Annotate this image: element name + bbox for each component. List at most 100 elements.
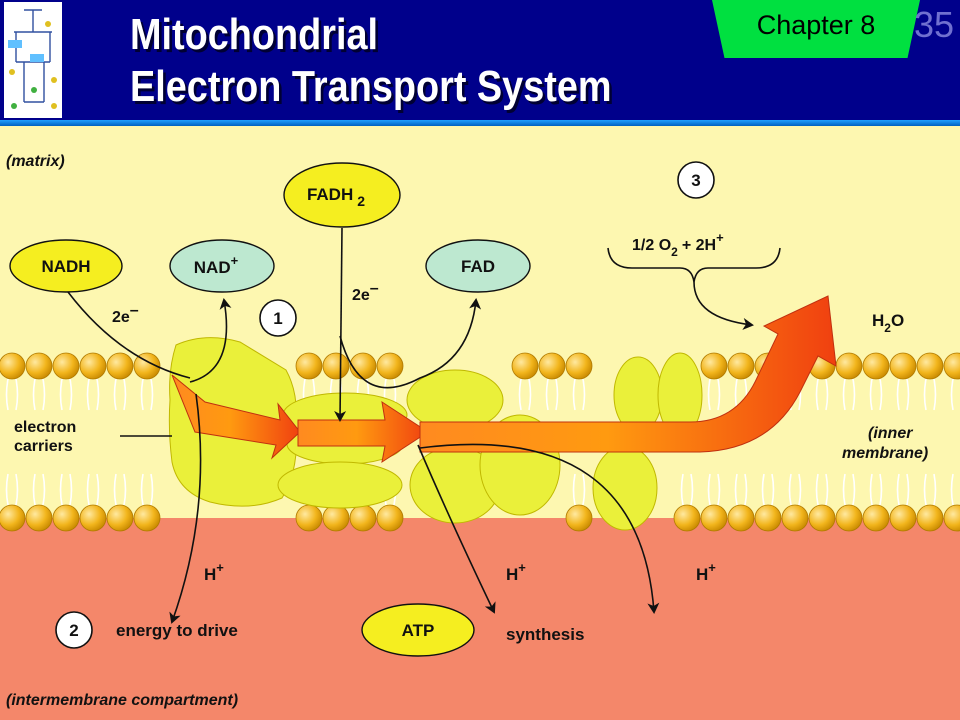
lipid-head <box>673 504 701 532</box>
lipid-tail <box>545 378 559 411</box>
lipid-tail <box>5 378 19 411</box>
lipid-tail <box>842 378 856 411</box>
lipid-head <box>106 352 134 380</box>
lipid-head <box>700 352 728 380</box>
lipid-tail <box>869 378 883 411</box>
step-circles <box>55 161 715 649</box>
step-3-circle <box>677 161 715 199</box>
nadh-arrow <box>67 291 191 379</box>
slide-title-line2: Electron Transport System <box>130 62 612 111</box>
proton-arrow-2 <box>417 444 496 614</box>
lipid-tail <box>32 378 46 411</box>
lipid-tail <box>869 473 883 506</box>
electron-flow-arrow-end <box>419 295 837 453</box>
lipid-tail <box>842 473 856 506</box>
lipid-head <box>133 504 161 532</box>
lipid-head <box>25 504 53 532</box>
energy-to-drive-label: energy to drive <box>116 621 238 640</box>
lipid-tail <box>734 473 748 506</box>
lipid-tail <box>896 473 910 506</box>
electron-carriers-label-2: carriers <box>14 438 73 455</box>
inner-membrane-label-1: (inner <box>868 425 913 442</box>
nad-plus-superscript: + <box>231 253 239 268</box>
pathway-arrows <box>67 227 781 624</box>
lipid-tail <box>572 378 586 411</box>
header-divider <box>0 120 960 126</box>
lipid-tail <box>761 473 775 506</box>
fadh2-subscript: 2 <box>357 193 365 209</box>
lipid-head <box>565 504 593 532</box>
fadh2-oval <box>283 162 401 228</box>
lipid-head <box>538 352 566 380</box>
matrix-label: (matrix) <box>6 153 65 170</box>
atp-label: ATP <box>402 621 435 640</box>
oxygen-brace <box>607 247 781 283</box>
fad-oval <box>425 239 531 293</box>
lipid-head <box>25 352 53 380</box>
lipid-heads-top <box>0 352 960 380</box>
lipid-tail <box>518 378 532 411</box>
lipid-head <box>295 352 323 380</box>
lipid-head <box>322 352 350 380</box>
step-3-label: 3 <box>691 171 700 190</box>
nad-arrow <box>189 298 232 383</box>
lipid-head <box>52 504 80 532</box>
electron-flow-arrow-mid <box>297 400 429 464</box>
lipid-tail <box>86 473 100 506</box>
lipid-head <box>781 504 809 532</box>
inner-membrane-label-2: membrane) <box>842 445 928 462</box>
lipid-head <box>133 352 161 380</box>
oxygen-superscript: + <box>716 230 724 245</box>
lipid-head <box>862 352 890 380</box>
electron-pair-label-1: 2e– <box>112 302 139 326</box>
lipid-head <box>889 504 917 532</box>
pathway-thumbnail <box>4 2 62 118</box>
synthesis-label: synthesis <box>506 625 584 644</box>
lipid-tail <box>680 473 694 506</box>
lipid-tail <box>5 473 19 506</box>
lipid-head <box>808 504 836 532</box>
electron-pair-label-2: 2e– <box>352 280 379 304</box>
lipid-tail <box>707 473 721 506</box>
lipid-head <box>727 504 755 532</box>
lipid-tail <box>707 378 721 411</box>
lipid-head <box>79 352 107 380</box>
lipid-head <box>322 504 350 532</box>
proton-superscript-1: + <box>216 560 224 575</box>
lipid-head <box>916 504 944 532</box>
lipid-head <box>943 352 960 380</box>
lipid-tail <box>950 473 954 506</box>
lipid-head <box>52 352 80 380</box>
lipid-head <box>835 504 863 532</box>
lipid-tail <box>59 378 73 411</box>
nad-plus-label: NAD+ <box>194 253 239 277</box>
electron-sign-2: – <box>370 280 379 297</box>
lipid-tail <box>788 473 802 506</box>
step-1-circle <box>259 299 297 337</box>
fad-label: FAD <box>461 257 495 276</box>
water-label: H2O <box>872 311 904 335</box>
fadh2-arrow <box>334 227 347 422</box>
lipid-head <box>0 504 26 532</box>
proton-superscript-2: + <box>518 560 526 575</box>
slide-number: 35 <box>913 4 954 45</box>
slide-title-line1: Mitochondrial <box>130 10 379 59</box>
lipid-tail <box>113 378 127 411</box>
lipid-tail <box>140 473 154 506</box>
intermembrane-region <box>0 518 960 720</box>
lipid-head <box>700 504 728 532</box>
lipid-heads-bottom <box>0 504 960 532</box>
electron-carriers-label-1: electron <box>14 419 76 436</box>
lipid-tail <box>923 473 937 506</box>
proton-label-3: H+ <box>696 560 716 584</box>
step-2-label: 2 <box>69 621 78 640</box>
lipid-head <box>79 504 107 532</box>
lipid-head <box>835 352 863 380</box>
lipid-head <box>889 352 917 380</box>
molecule-ovals <box>9 162 531 657</box>
lipid-tail <box>896 378 910 411</box>
proton-label-1: H+ <box>204 560 224 584</box>
lipid-head <box>943 504 960 532</box>
